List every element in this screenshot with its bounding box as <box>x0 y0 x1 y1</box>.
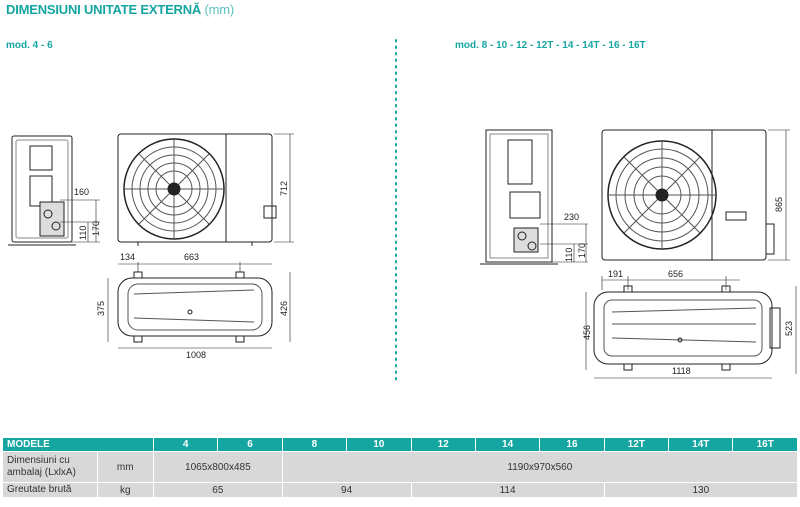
table-row: Dimensiuni cu ambalaj (LxlxA) mm 1065x80… <box>2 451 799 483</box>
row-unit-kg: kg <box>96 482 154 498</box>
header-model-16: 16 <box>539 437 605 452</box>
cell-weight-4-6: 65 <box>152 482 283 498</box>
header-model-8: 8 <box>281 437 348 452</box>
title-text: DIMENSIUNI UNITATE EXTERNĂ <box>6 2 202 17</box>
right-dim-656: 656 <box>668 269 683 279</box>
row-label-weight: Greutate brută <box>2 482 98 498</box>
table-row: Greutate brută kg 65 94 114 130 <box>2 482 799 498</box>
row-unit-mm: mm <box>96 451 154 483</box>
header-model-4: 4 <box>152 437 219 452</box>
header-model-14: 14 <box>474 437 541 452</box>
cell-dim-8-16t: 1190x970x560 <box>281 451 799 483</box>
right-dim-865: 865 <box>774 197 784 212</box>
cell-weight-8-10: 94 <box>281 482 412 498</box>
page-title: DIMENSIUNI UNITATE EXTERNĂ (mm) <box>6 2 234 17</box>
left-top-view <box>117 271 273 343</box>
left-front-view <box>117 133 277 246</box>
left-dim-160: 160 <box>74 187 89 197</box>
left-dim-110: 110 <box>78 226 88 240</box>
left-dim-712: 712 <box>279 181 289 196</box>
header-model-10: 10 <box>346 437 412 452</box>
right-dim-170: 170 <box>577 243 587 258</box>
header-model-6: 6 <box>217 437 283 452</box>
specs-table: MODELE 4 6 8 10 12 14 16 12T 14T 16T Dim… <box>2 437 799 498</box>
right-dim-191: 191 <box>608 269 623 279</box>
title-unit: (mm) <box>204 2 235 17</box>
header-model-12: 12 <box>410 437 476 452</box>
right-top-view <box>593 285 781 371</box>
header-model-14t: 14T <box>668 437 734 452</box>
header-model-12t: 12T <box>603 437 670 452</box>
right-dim-1118: 1118 <box>672 366 691 376</box>
right-side-view <box>480 129 558 265</box>
left-dim-1008: 1008 <box>186 350 206 360</box>
right-dim-523: 523 <box>784 321 794 336</box>
left-side-dims <box>60 199 100 243</box>
left-side-view <box>8 135 76 246</box>
right-dim-456: 456 <box>582 325 592 340</box>
right-model-label: mod. 8 - 10 - 12 - 12T - 14 - 14T - 16 -… <box>455 40 646 51</box>
left-model-label: mod. 4 - 6 <box>6 40 53 51</box>
header-modele: MODELE <box>2 437 154 452</box>
left-dim-134: 134 <box>120 252 135 262</box>
dimension-drawings: 160 110 170 712 134 663 375 <box>8 39 797 383</box>
cell-weight-12t-16t: 130 <box>603 482 799 498</box>
right-dim-110: 110 <box>564 248 574 262</box>
cell-dim-4-6: 1065x800x485 <box>152 451 283 483</box>
header-model-16t: 16T <box>732 437 798 452</box>
right-front-view <box>601 129 775 261</box>
cell-weight-12-16: 114 <box>410 482 605 498</box>
left-dim-375: 375 <box>96 301 106 316</box>
row-label-dimensions: Dimensiuni cu ambalaj (LxlxA) <box>2 451 98 483</box>
right-dim-230: 230 <box>564 212 579 222</box>
left-dim-426: 426 <box>279 301 289 316</box>
left-dim-170: 170 <box>91 221 101 236</box>
table-header-row: MODELE 4 6 8 10 12 14 16 12T 14T 16T <box>2 437 798 452</box>
left-dim-663: 663 <box>184 252 199 262</box>
